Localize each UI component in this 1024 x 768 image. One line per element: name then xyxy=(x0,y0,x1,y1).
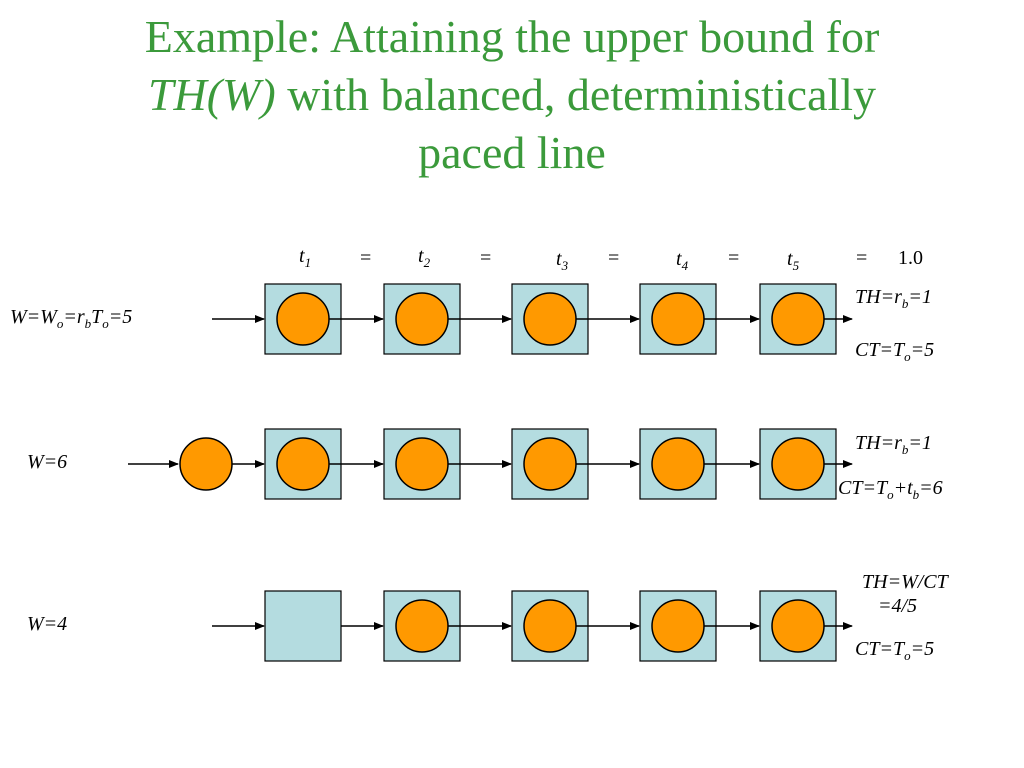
t5-label: t5 xyxy=(787,248,800,273)
row3-th-value: =4/5 xyxy=(878,595,917,617)
title-th-w: TH(W) xyxy=(147,69,276,120)
t3-label: t3 xyxy=(556,248,569,273)
equals-5: = xyxy=(856,247,867,269)
row3-job-2 xyxy=(395,599,449,653)
page-title: Example: Attaining the upper bound for T… xyxy=(0,8,1024,182)
row3-ct-label: CT=To=5 xyxy=(855,638,934,663)
equals-2: = xyxy=(480,247,491,269)
row1-th-label: TH=rb=1 xyxy=(855,286,932,311)
row1-job-1 xyxy=(276,292,330,346)
row2-job-2 xyxy=(395,437,449,491)
row2-job-5 xyxy=(771,437,825,491)
equals-3: = xyxy=(608,247,619,269)
equals-4: = xyxy=(728,247,739,269)
row1-job-2 xyxy=(395,292,449,346)
row1-job-4 xyxy=(651,292,705,346)
t2-label: t2 xyxy=(418,245,431,270)
row3-wip-label: W=4 xyxy=(27,613,67,635)
row3-th-label: TH=W/CT xyxy=(862,571,950,593)
title-line-2: TH(W) with balanced, deterministically xyxy=(0,66,1024,124)
processing-times-header: t1 = t2 = t3 = t4 = t5 = 1.0 xyxy=(299,245,923,273)
time-value: 1.0 xyxy=(898,247,923,269)
row1-job-3 xyxy=(523,292,577,346)
row2-job-1 xyxy=(276,437,330,491)
t4-label: t4 xyxy=(676,248,689,273)
equals-1: = xyxy=(360,247,371,269)
production-lines xyxy=(128,283,853,662)
title-line-3: paced line xyxy=(418,127,606,178)
row3-job-4 xyxy=(651,599,705,653)
row2-queued-job xyxy=(179,437,233,491)
row3-job-3 xyxy=(523,599,577,653)
row2-th-label: TH=rb=1 xyxy=(855,432,932,457)
row2-ct-label: CT=To+tb=6 xyxy=(838,477,943,502)
row2-wip-label: W=6 xyxy=(27,451,67,473)
row2-job-4 xyxy=(651,437,705,491)
row3-job-5 xyxy=(771,599,825,653)
row3-station-1 xyxy=(264,590,342,662)
row2-job-3 xyxy=(523,437,577,491)
row1-ct-label: CT=To=5 xyxy=(855,339,934,364)
title-line-2-rest: with balanced, deterministically xyxy=(275,69,877,120)
title-line-1: Example: Attaining the upper bound for xyxy=(144,11,880,62)
row1-job-5 xyxy=(771,292,825,346)
t1-label: t1 xyxy=(299,245,311,270)
row1-wip-label: W=Wo=rbTo=5 xyxy=(10,306,132,331)
